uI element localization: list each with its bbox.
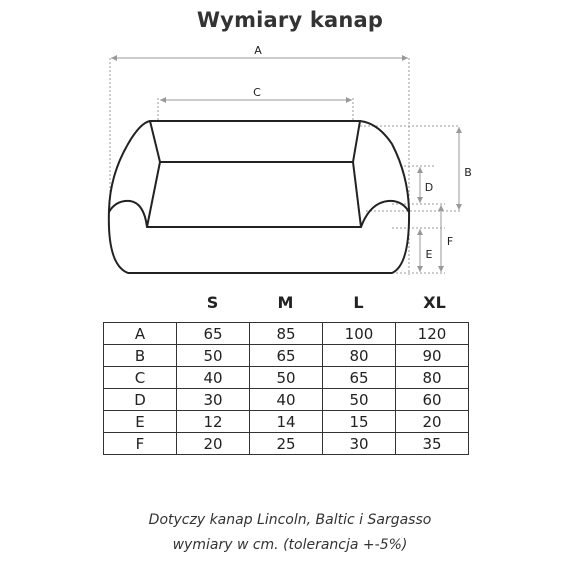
table-row: F 20 25 30 35: [103, 432, 469, 455]
footnote-units: wymiary w cm. (tolerancja +-5%): [172, 537, 408, 553]
table-row: D 30 40 50 60: [103, 388, 469, 411]
table-row: E 12 14 15 20: [103, 410, 469, 433]
table-cell: 60: [395, 388, 469, 411]
table-cell: 14: [249, 410, 323, 433]
row-label: F: [103, 432, 177, 455]
dim-label-e: E: [426, 248, 433, 261]
size-header-l: L: [353, 293, 364, 312]
table-cell: 50: [322, 388, 396, 411]
bed-outline: [107, 120, 411, 274]
table-cell: 50: [249, 366, 323, 389]
size-table: A 65 85 100 120 B 50 65 80 90 C 40 50 65…: [103, 322, 469, 455]
dim-label-f: F: [447, 235, 453, 248]
dim-label-a: A: [254, 44, 262, 57]
table-cell: 85: [249, 322, 323, 345]
table-cell: 65: [176, 322, 250, 345]
table-cell: 15: [322, 410, 396, 433]
size-header-xl: XL: [423, 293, 446, 312]
table-cell: 65: [249, 344, 323, 367]
size-header-s: S: [206, 293, 219, 312]
row-label: E: [103, 410, 177, 433]
table-cell: 20: [395, 410, 469, 433]
row-label: A: [103, 322, 177, 345]
table-cell: 35: [395, 432, 469, 455]
table-cell: 30: [176, 388, 250, 411]
table-row: C 40 50 65 80: [103, 366, 469, 389]
table-cell: 50: [176, 344, 250, 367]
table-cell: 20: [176, 432, 250, 455]
table-cell: 120: [395, 322, 469, 345]
table-row: A 65 85 100 120: [103, 322, 469, 345]
table-cell: 30: [322, 432, 396, 455]
table-row: B 50 65 80 90: [103, 344, 469, 367]
table-cell: 25: [249, 432, 323, 455]
table-cell: 40: [176, 366, 250, 389]
size-header-m: M: [277, 293, 294, 312]
table-cell: 65: [322, 366, 396, 389]
dim-label-d: D: [425, 181, 433, 194]
table-cell: 40: [249, 388, 323, 411]
table-cell: 100: [322, 322, 396, 345]
page-title: Wymiary kanap: [196, 8, 384, 32]
dim-label-c: C: [253, 86, 261, 99]
table-cell: 80: [395, 366, 469, 389]
dim-label-b: B: [464, 166, 472, 179]
table-cell: 90: [395, 344, 469, 367]
footnote-models: Dotyczy kanap Lincoln, Baltic i Sargasso: [148, 512, 432, 528]
row-label: B: [103, 344, 177, 367]
table-cell: 12: [176, 410, 250, 433]
bed-dimension-diagram: A C B D F E: [107, 44, 472, 275]
row-label: C: [103, 366, 177, 389]
row-label: D: [103, 388, 177, 411]
table-cell: 80: [322, 344, 396, 367]
